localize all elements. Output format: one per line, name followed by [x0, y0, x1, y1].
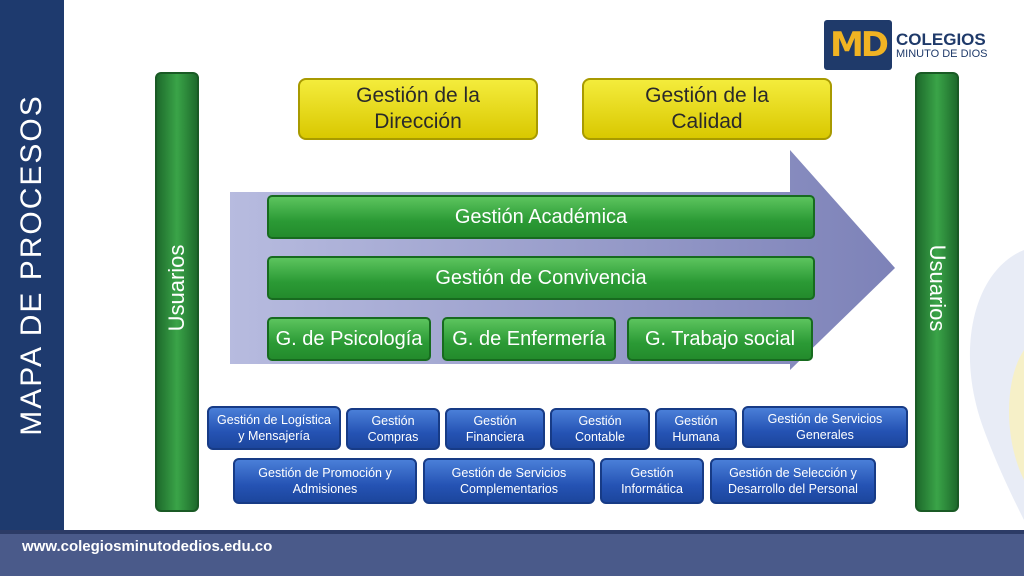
process-compras: Gestión Compras	[346, 408, 440, 450]
process-seleccion-desarrollo: Gestión de Selección y Desarrollo del Pe…	[710, 458, 876, 504]
process-humana: Gestión Humana	[655, 408, 737, 450]
process-promocion-admisiones: Gestión de Promoción y Admisiones	[233, 458, 417, 504]
process-convivencia: Gestión de Convivencia	[267, 256, 815, 300]
footer-divider	[0, 530, 1024, 534]
process-academica: Gestión Académica	[267, 195, 815, 239]
users-pillar-left	[155, 72, 199, 512]
process-enfermeria: G. de Enfermería	[442, 317, 616, 361]
process-psicologia: G. de Psicología	[267, 317, 431, 361]
decorative-swoosh	[969, 250, 1024, 520]
process-financiera: Gestión Financiera	[445, 408, 545, 450]
side-title-strip	[0, 0, 64, 530]
process-contable: Gestión Contable	[550, 408, 650, 450]
logo-badge	[824, 20, 892, 70]
footer-bar	[0, 530, 1024, 576]
process-direccion: Gestión de la Dirección	[298, 78, 538, 140]
users-label-right: Usuarios	[925, 244, 950, 332]
logo-mark: MD	[829, 25, 889, 65]
users-label-left: Usuarios	[164, 244, 189, 332]
footer-url[interactable]: www.colegiosminutodedios.edu.co	[22, 538, 273, 555]
logo-name-line1: COLEGIOS	[896, 30, 986, 49]
process-informatica: Gestión Informática	[600, 458, 704, 504]
users-pillar-right	[915, 72, 959, 512]
process-servicios-generales: Gestión de Servicios Generales	[742, 406, 908, 448]
process-trabajo-social: G. Trabajo social	[627, 317, 813, 361]
slide-title: MAPA DE PROCESOS	[15, 94, 48, 436]
process-logistica: Gestión de Logística y Mensajería	[207, 406, 341, 450]
process-calidad: Gestión de la Calidad	[582, 78, 832, 140]
process-servicios-complementarios: Gestión de Servicios Complementarios	[423, 458, 595, 504]
logo-name-line2: MINUTO DE DIOS	[896, 48, 988, 60]
